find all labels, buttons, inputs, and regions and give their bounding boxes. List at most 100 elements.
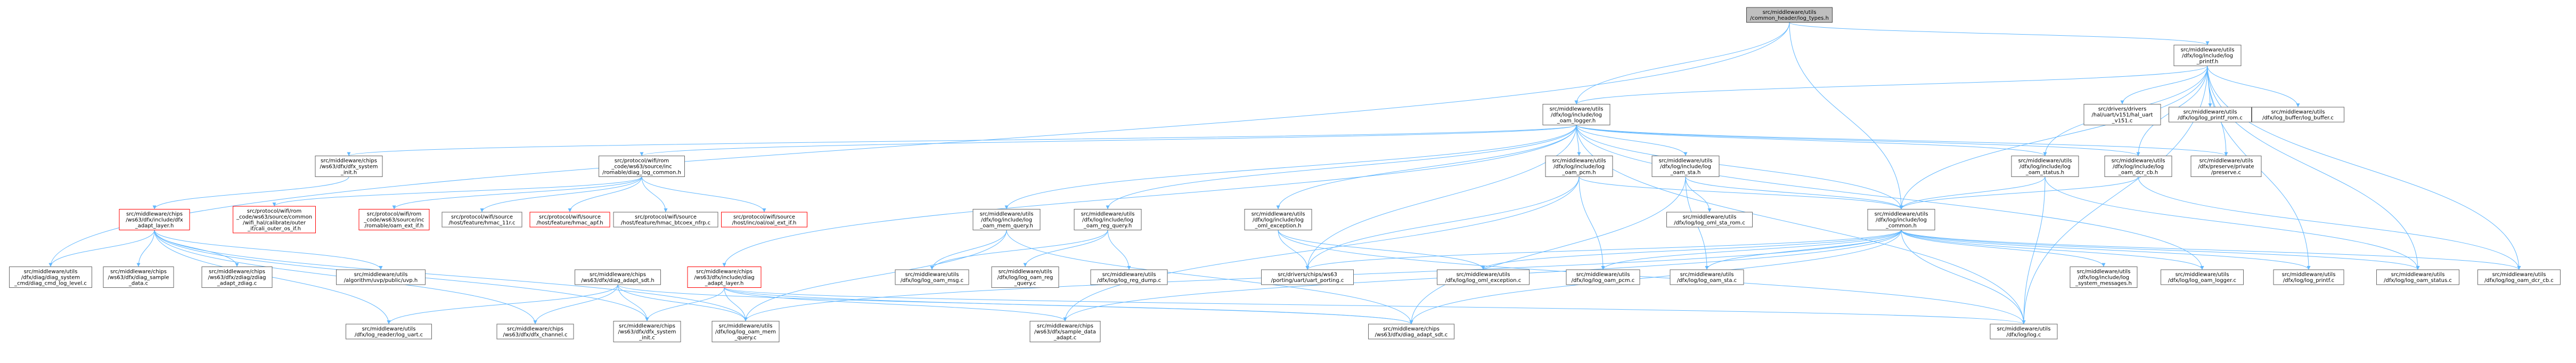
edge-log_oam_logger_h-to-log_common_h <box>1576 125 1902 209</box>
node-oam-ext-if[interactable]: src/protocol/wifi/rom_code/ws63/source/i… <box>358 209 430 230</box>
node-box <box>1545 156 1613 177</box>
node-label-line: src/middleware/utils <box>2077 269 2131 275</box>
node-diag-adapt-sdt-h[interactable]: src/middleware/chips/ws63/dfx/diag_adapt… <box>575 269 661 285</box>
node-log-oam-reg-query-h[interactable]: src/middleware/utils/dfx/log/include/log… <box>1074 209 1142 230</box>
node-diag-sample-data[interactable]: src/middleware/chips/ws63/dfx/diag_sampl… <box>103 267 174 288</box>
node-label-line: /dfx/preserve/private <box>2198 164 2254 170</box>
node-log-oam-dcr-cb-h[interactable]: src/middleware/utils/dfx/log/include/log… <box>2104 156 2172 177</box>
node-label-line: /dfx/log/log_reg_dump.c <box>1097 278 1161 284</box>
node-log-oam-reg-query[interactable]: src/middleware/utils/dfx/log/log_oam_reg… <box>991 267 1059 288</box>
node-box <box>687 267 762 288</box>
node-log-printf[interactable]: src/middleware/utils/dfx/log/log_printf.… <box>2273 269 2344 285</box>
node-hmac-btcoex[interactable]: src/protocol/wifi/source/host/feature/hm… <box>613 212 718 228</box>
node-label-line: /host/feature/hmac_btcoex_nfrp.c <box>621 220 710 226</box>
node-uart-porting[interactable]: src/drivers/chips/ws63/porting/uart/uart… <box>1261 269 1354 285</box>
node-oal-ext-if[interactable]: src/protocol/wifi/source/host/inc/oal/oa… <box>721 212 807 228</box>
edge-log_oam_logger_h-to-log_oam_dcr_cb_h <box>1576 125 2139 156</box>
node-label-line: /dfx/log/log_oam_status.c <box>2384 278 2452 284</box>
node-box <box>119 209 190 230</box>
edge-arrowhead <box>2022 320 2026 324</box>
node-log-printf-rom[interactable]: src/middleware/utils/dfx/log/log_printf_… <box>2169 107 2252 123</box>
node-log-oml-sta-rom[interactable]: src/middleware/utils/dfx/log/log_oml_sta… <box>1666 212 1753 228</box>
node-label-line: src/middleware/chips <box>507 326 563 332</box>
edge-log_common_h-to-log_oam_status <box>1901 230 2418 270</box>
node-box <box>315 156 383 177</box>
node-log-oam-sta-h[interactable]: src/middleware/utils/dfx/log/include/log… <box>1651 156 1720 177</box>
node-diag-cmd-log-level[interactable]: src/middleware/utils/dfx/diag/diag_syste… <box>9 267 92 288</box>
edge-arrowhead <box>1276 205 1280 209</box>
node-label-line: src/middleware/utils <box>1659 158 1713 164</box>
node-log-common-h[interactable]: src/middleware/utils/dfx/log/include/log… <box>1867 209 1935 230</box>
edge-log_oam_sta_h-to-log_common_h <box>1685 176 1902 209</box>
node-log-oml-exception[interactable]: src/middleware/utils/dfx/log/log_oml_exc… <box>1437 269 1530 285</box>
node-box <box>613 212 718 228</box>
node-box <box>2252 107 2344 123</box>
node-label-line: /dfx/log/include/log <box>1082 217 1133 223</box>
edge-log_oam_status_h-to-log_common_h <box>1901 176 2046 209</box>
node-label-line: src/middleware/utils <box>1102 272 1156 278</box>
edge-log_types-to-log_printf_h <box>1789 22 2208 45</box>
edge-log_oam_logger_h-to-mac_log_common <box>641 125 1577 156</box>
node-box <box>529 212 610 228</box>
node-diag-adapt-layer2[interactable]: src/middleware/chips/ws63/dfx/include/di… <box>687 267 762 288</box>
node-diag-adapt-layer[interactable]: src/middleware/chips/ws63/dfx/include/df… <box>119 209 190 230</box>
node-log-oam-dcr-cb[interactable]: src/middleware/utils/dfx/log/log_oam_dcr… <box>2477 269 2561 285</box>
node-label-line: _init.h <box>340 170 357 176</box>
node-label-line: src/middleware/utils <box>2112 158 2165 164</box>
node-log-oam-status-h[interactable]: src/middleware/utils/dfx/log/include/log… <box>2011 156 2079 177</box>
node-label-line: /ws63/dfx/diag_adapt_sdt.c <box>1375 332 1448 338</box>
node-log-oam-pcm-h[interactable]: src/middleware/utils/dfx/log/include/log… <box>1545 156 1613 177</box>
edge-arrowhead <box>533 320 537 324</box>
node-log-oam-status[interactable]: src/middleware/utils/dfx/log/log_oam_sta… <box>2376 269 2459 285</box>
node-sample-data-adapt[interactable]: src/middleware/chips/ws63/dfx/sample_dat… <box>1029 321 1101 342</box>
node-diag-adapt-sdt[interactable]: src/middleware/chips/ws63/dfx/diag_adapt… <box>1368 324 1454 340</box>
node-label-line: src/protocol/wifi/rom <box>367 212 422 217</box>
node-hmac-11rc[interactable]: src/protocol/wifi/source/host/feature/hm… <box>441 212 522 228</box>
edge-mac_log_common-to-hmac_11rc <box>481 176 642 213</box>
node-log-oml-exception-h[interactable]: src/middleware/utils/dfx/log/include/log… <box>1244 209 1312 230</box>
edge-log_oam_reg_query_h-to-log_reg_dump <box>1107 230 1130 270</box>
node-uart-v151[interactable]: src/drivers/drivers/hal/uart/v151/hal_ua… <box>2083 104 2161 125</box>
node-zdiag-adapt[interactable]: src/middleware/chips/ws63/dfx/zdiag/zdia… <box>201 267 273 288</box>
edge-diag_adapt_layer2-to-diag_adapt_sdt <box>724 287 1412 325</box>
node-label-line: /wifi_hal/calibrate/outer <box>243 220 306 226</box>
node-log-c[interactable]: src/middleware/utils/dfx/log/log.c <box>1990 324 2058 340</box>
node-algorithm-uvp[interactable]: src/middleware/utils/algorithm/uvp/publi… <box>336 269 426 285</box>
edge-log_oam_status_h-to-log_oam_status <box>2045 176 2418 270</box>
node-label-line: /dfx/log/include/log <box>2078 275 2129 281</box>
node-log-oam-mem-query[interactable]: src/middleware/utils/dfx/log/log_oam_mem… <box>712 321 780 342</box>
node-label-line: /romable/oam_ext_if.h <box>365 223 424 229</box>
node-log-printf-h[interactable]: src/middleware/utils/dfx/log/include/log… <box>2173 45 2242 66</box>
node-label-line: /dfx/log/include/log <box>2019 164 2071 170</box>
node-log-oam-msg[interactable]: src/middleware/utils/dfx/log/log_oam_msg… <box>895 269 969 285</box>
edge-log_oam_logger_h-to-log_oam_mem_query_h <box>1006 125 1577 209</box>
node-log-oam-sta[interactable]: src/middleware/utils/dfx/log/log_oam_sta… <box>1670 269 1744 285</box>
node-label-line: src/middleware/utils <box>24 269 78 275</box>
edge-log_printf_h-to-log_buffer <box>2207 66 2299 108</box>
edge-arrowhead <box>2517 266 2521 270</box>
node-log-oam-logger-h[interactable]: src/middleware/utils/dfx/log/include/log… <box>1542 104 1610 125</box>
node-layer: src/middleware/utils/common_header/log_t… <box>9 7 2561 342</box>
node-oal-outer[interactable]: src/protocol/wifi/rom_code/ws63/source/c… <box>233 206 316 233</box>
node-log-oam-pcm[interactable]: src/middleware/utils/dfx/log/log_oam_pcm… <box>1566 269 1640 285</box>
node-system-messages[interactable]: src/middleware/utils/dfx/log/include/log… <box>2070 267 2138 288</box>
edge-arrowhead <box>480 208 484 212</box>
node-dfx-channel[interactable]: src/middleware/chips/ws63/dfx/dfx_channe… <box>496 324 574 340</box>
node-log-oam-mem-query-h[interactable]: src/middleware/utils/dfx/log/include/log… <box>972 209 1041 230</box>
node-log-types[interactable]: src/middleware/utils/common_header/log_t… <box>1746 7 1833 23</box>
node-preserve-h[interactable]: src/middleware/utils/dfx/preserve/privat… <box>2190 156 2262 177</box>
node-log-oam-logger[interactable]: src/middleware/utils/dfx/log/log_oam_log… <box>2161 269 2244 285</box>
node-hmac-apf[interactable]: src/protocol/wifi/source/host/feature/hm… <box>529 212 610 228</box>
node-dfx-system-init-h[interactable]: src/middleware/chips/ws63/dfx/dfx_system… <box>315 156 383 177</box>
node-label-line: _query.c <box>734 335 756 341</box>
node-label-line: src/middleware/utils <box>980 212 1034 217</box>
node-box <box>358 209 430 230</box>
node-log-reg-dump[interactable]: src/middleware/utils/dfx/log/log_reg_dum… <box>1090 269 1168 285</box>
node-mac-log-common[interactable]: src/protocol/wifi/rom_code/ws63/source/i… <box>599 156 685 177</box>
edge-log_printf_h-to-log_oam_dcr_cb <box>2207 66 2520 270</box>
node-log-reader-uart[interactable]: src/middleware/utils/dfx/log_reader/log_… <box>346 324 432 340</box>
node-label-line: _adapt_zdiag.c <box>217 281 257 287</box>
node-log-buffer[interactable]: src/middleware/utils/dfx/log_buffer/log_… <box>2252 107 2344 123</box>
node-dfx-system-init[interactable]: src/middleware/chips/ws63/dfx/dfx_system… <box>613 321 681 342</box>
node-box <box>1437 269 1530 285</box>
